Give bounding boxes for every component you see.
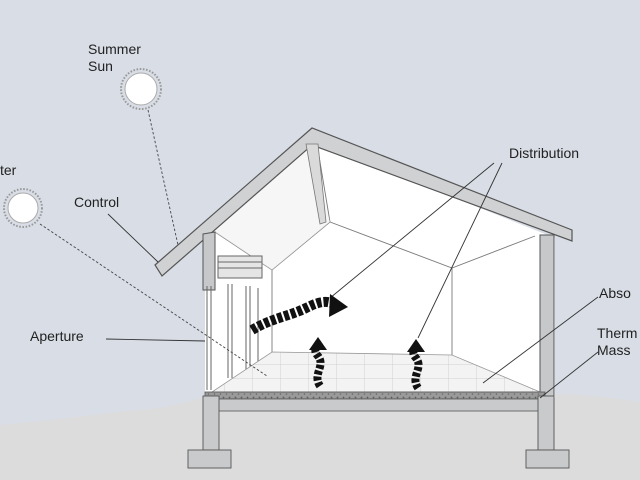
heat-flow-arrow-icon	[249, 294, 348, 335]
ridge-beam	[305, 143, 327, 225]
ground	[0, 394, 640, 480]
rising-heat-arrow-icon	[309, 337, 327, 389]
summer-sun-label: Summer Sun	[88, 41, 141, 74]
foundation	[187, 395, 570, 469]
summer-sun-icon	[120, 68, 162, 110]
roof	[154, 127, 573, 277]
absorber-label: Abso	[599, 285, 631, 301]
control-label: Control	[74, 194, 120, 210]
floor-beam	[211, 398, 543, 412]
winter-sun-label: ter	[0, 162, 17, 178]
north-wall	[539, 234, 555, 399]
winter-sun-icon	[3, 188, 43, 228]
thermal-mass-slab	[204, 391, 546, 400]
rising-heat-arrow-icon	[407, 339, 425, 391]
aperture-window	[206, 255, 263, 390]
sun-rays	[39, 109, 268, 377]
distribution-label: Distribution	[509, 145, 580, 161]
thermal-mass-label: Therm Mass	[597, 325, 638, 358]
aperture-label: Aperture	[30, 328, 84, 344]
interior-shade	[205, 140, 330, 270]
leader-lines	[105, 162, 599, 399]
south-eave-wall	[202, 231, 216, 291]
